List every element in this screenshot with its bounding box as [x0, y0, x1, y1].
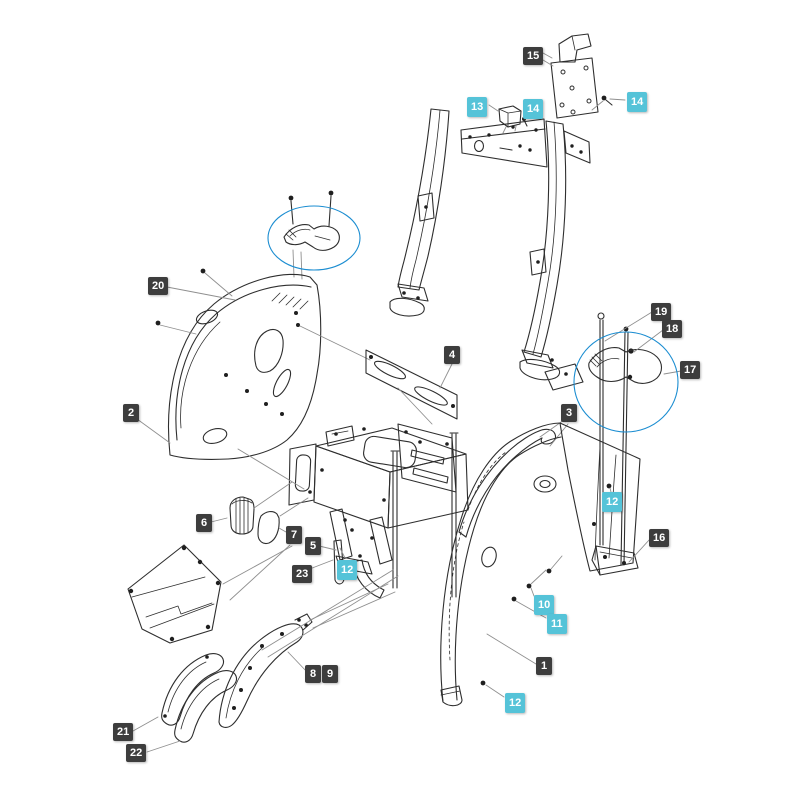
slotted-bar-4 — [365, 349, 458, 425]
part-label-18[interactable]: 18 — [662, 320, 683, 338]
part-label-5[interactable]: 5 — [305, 537, 321, 555]
part-label-11[interactable]: 11 — [547, 614, 567, 634]
part-label-10[interactable]: 10 — [534, 595, 555, 615]
bracket-17-assembly — [588, 311, 682, 576]
part-label-1[interactable]: 1 — [536, 657, 552, 675]
strip-21 — [132, 653, 225, 732]
part-label-19[interactable]: 19 — [651, 303, 672, 321]
part-label-9[interactable]: 9 — [322, 665, 338, 683]
fender-left — [136, 268, 371, 460]
part-label-17[interactable]: 17 — [680, 361, 701, 379]
part-label-6[interactable]: 6 — [196, 514, 212, 532]
pad-7 — [257, 511, 280, 545]
part-label-16[interactable]: 16 — [649, 529, 670, 547]
part-label-14-a[interactable]: 14 — [523, 99, 544, 119]
bracket-15 — [542, 33, 626, 119]
part-label-21[interactable]: 21 — [113, 723, 134, 741]
part-label-2[interactable]: 2 — [123, 404, 139, 422]
part-label-15[interactable]: 15 — [523, 47, 544, 65]
damper-block-6 — [229, 496, 255, 535]
part-label-20[interactable]: 20 — [148, 277, 169, 295]
highlighted-bracket-left — [283, 190, 340, 280]
part-label-8[interactable]: 8 — [305, 665, 321, 683]
part-label-12-b[interactable]: 12 — [602, 492, 623, 512]
highlight-circle-2 — [573, 331, 679, 433]
highlight-circle-1 — [267, 205, 361, 271]
part-label-13[interactable]: 13 — [467, 97, 488, 117]
fender-right — [440, 422, 641, 707]
floor-plate — [127, 544, 293, 644]
part-label-14-b[interactable]: 14 — [627, 92, 648, 112]
part-label-7[interactable]: 7 — [286, 526, 302, 544]
part-label-4[interactable]: 4 — [444, 346, 460, 364]
part-label-23[interactable]: 23 — [292, 565, 313, 583]
rops-frame — [389, 108, 591, 391]
rail-3 — [458, 419, 569, 538]
part-label-12-a[interactable]: 12 — [337, 560, 358, 580]
part-label-3[interactable]: 3 — [561, 404, 577, 422]
part-label-12-c[interactable]: 12 — [505, 693, 526, 713]
leader-lines — [210, 448, 399, 658]
part-label-22[interactable]: 22 — [126, 744, 147, 762]
